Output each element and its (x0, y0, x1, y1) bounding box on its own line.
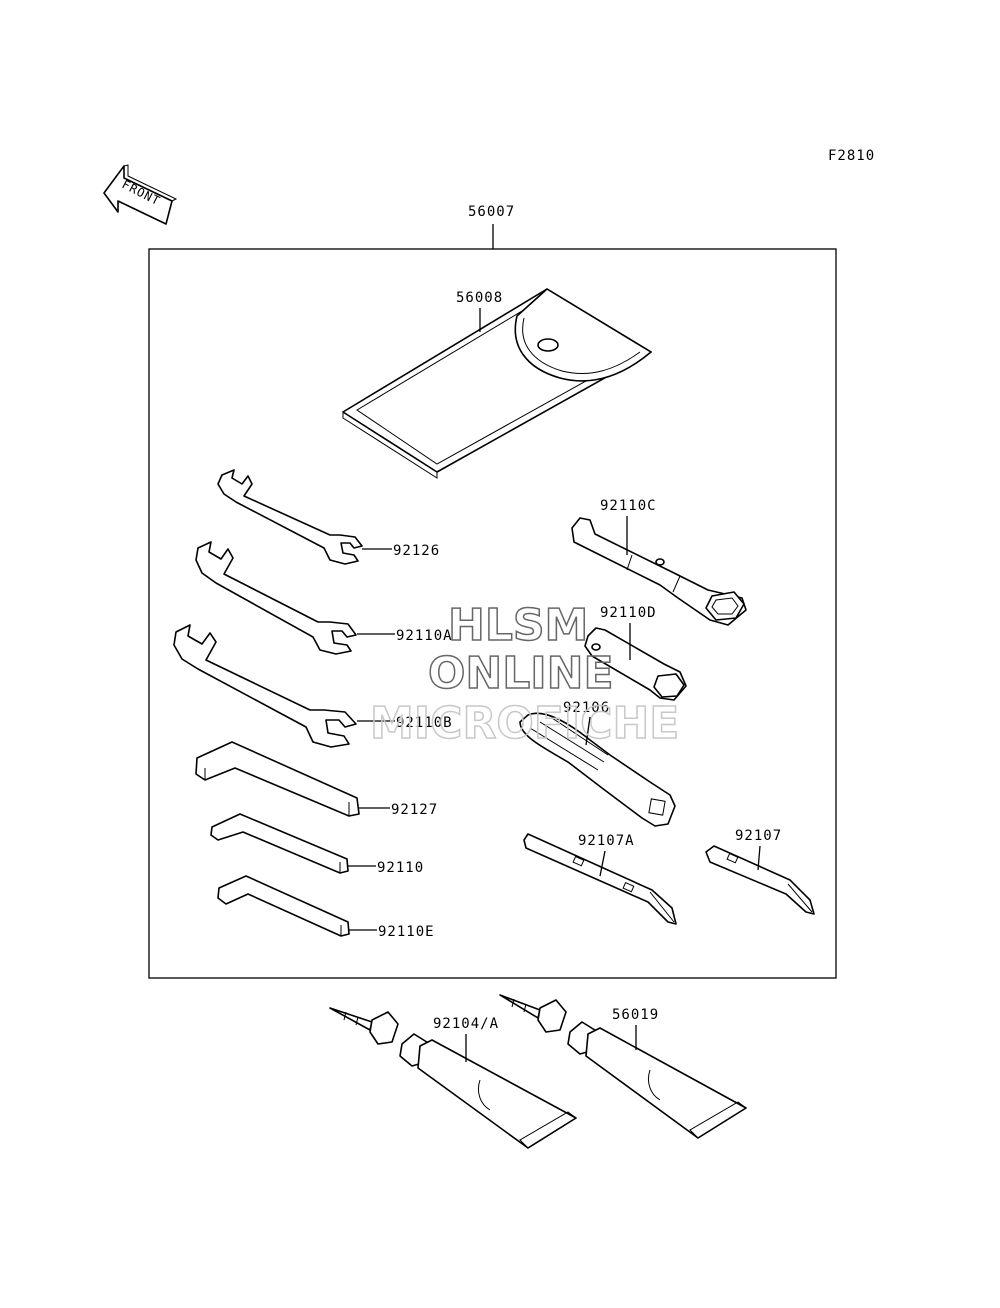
watermark-line2: ONLINE (428, 648, 614, 699)
label-92127: 92127 (391, 802, 438, 818)
grease-tube-left (329, 1007, 577, 1149)
box-wrench-long (571, 517, 747, 626)
front-arrow-icon: FRONT (103, 164, 178, 225)
label-92110A: 92110A (396, 628, 453, 644)
label-92107A: 92107A (578, 833, 635, 849)
hex-key-mid (210, 813, 349, 874)
tool-pouch (342, 288, 652, 479)
figure-code: F2810 (828, 148, 875, 164)
kit-box (148, 248, 837, 979)
label-92107: 92107 (735, 828, 782, 844)
wrench-large (173, 624, 357, 748)
hex-key-large (195, 741, 360, 817)
label-92110B: 92110B (396, 715, 453, 731)
label-92106: 92106 (563, 700, 610, 716)
label-56008: 56008 (456, 290, 503, 306)
label-92110E: 92110E (378, 924, 435, 940)
label-56007: 56007 (468, 204, 515, 220)
label-92104A: 92104/A (433, 1016, 499, 1032)
driver-handle (519, 712, 676, 827)
wrench-mid (195, 541, 357, 655)
label-92126: 92126 (393, 543, 440, 559)
grease-tube-right (499, 994, 747, 1139)
screwdriver-double (523, 833, 677, 925)
screwdriver-single (705, 845, 815, 915)
leader-92106 (585, 716, 591, 746)
box-wrench-short (584, 627, 687, 701)
label-92110D: 92110D (600, 605, 657, 621)
label-56019: 56019 (612, 1007, 659, 1023)
hex-key-small (217, 875, 350, 937)
watermark-line1: HLSM (448, 600, 588, 651)
wrench-small (217, 469, 363, 565)
watermark: HLSM ONLINE MICROFICHE (369, 599, 680, 750)
label-92110C: 92110C (600, 498, 657, 514)
label-92110: 92110 (377, 860, 424, 876)
watermark-line3: MICROFICHE (370, 698, 679, 749)
leader-92107A (599, 850, 606, 877)
leader-92107 (757, 845, 761, 871)
